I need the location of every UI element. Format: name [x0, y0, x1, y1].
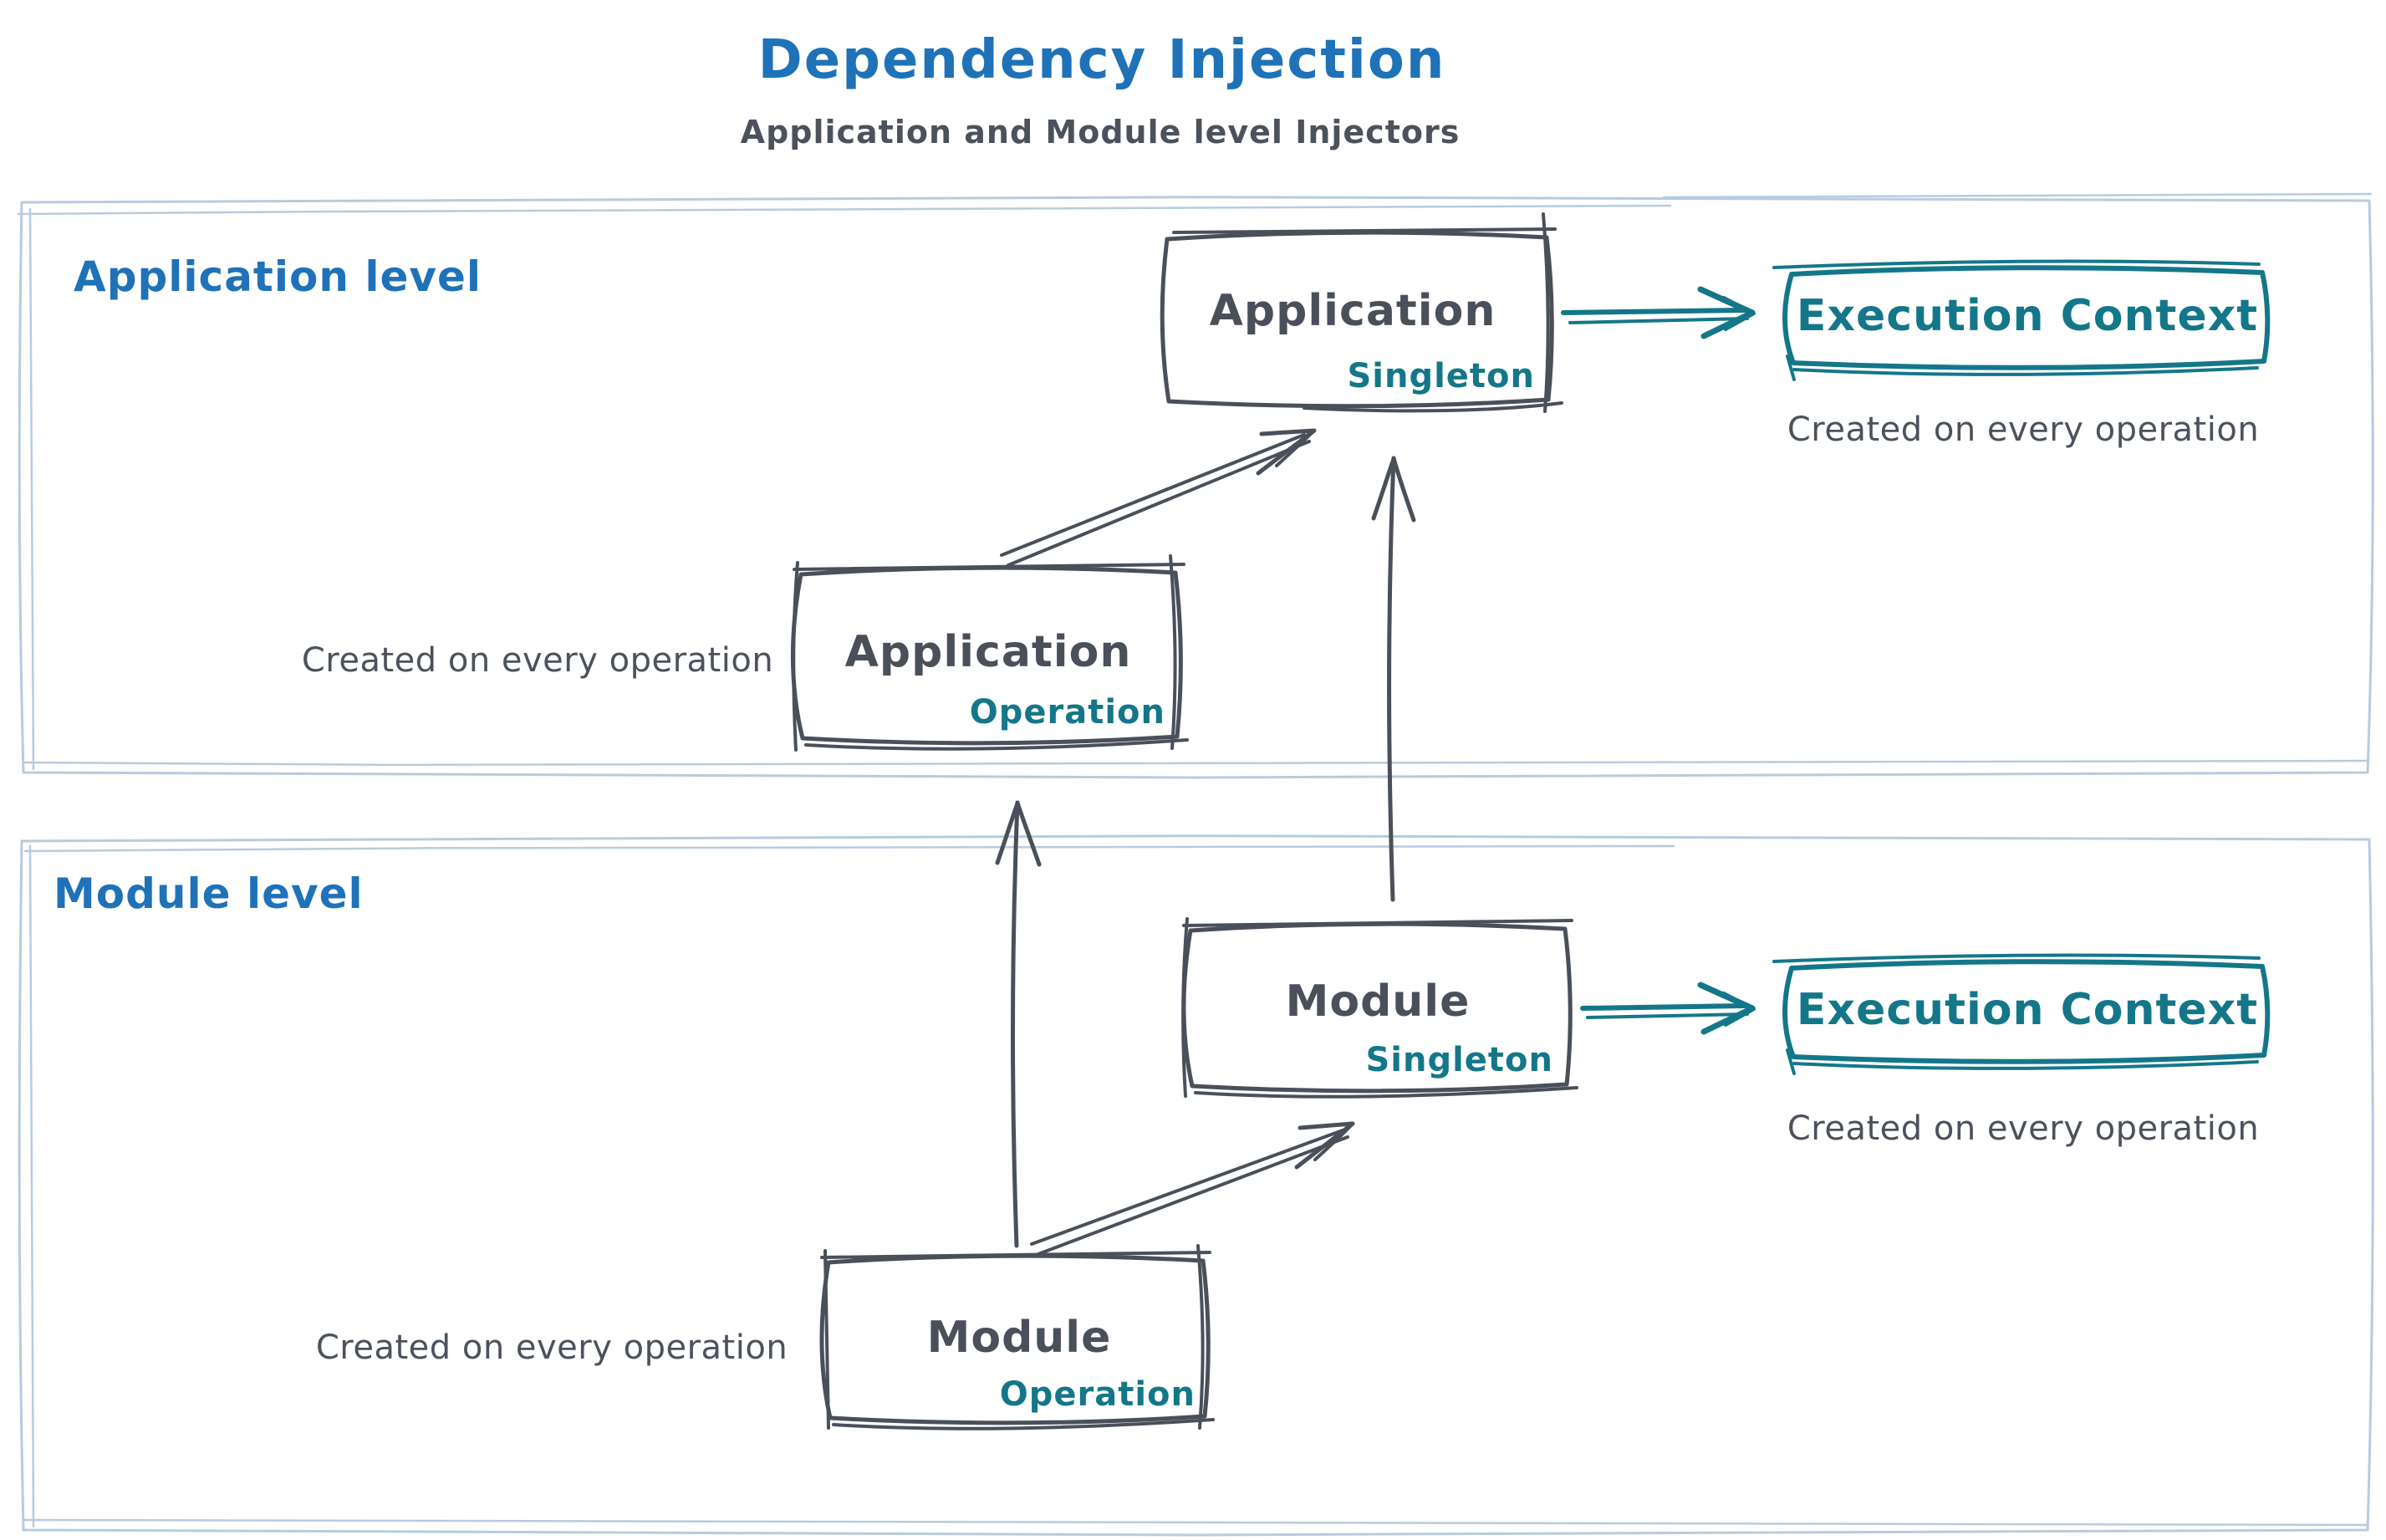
box-accent — [823, 1249, 830, 1430]
frame-accent — [17, 204, 1672, 216]
page-title: Dependency Injection — [757, 29, 1446, 91]
box-accent — [1792, 366, 2259, 376]
box-stroke — [1782, 959, 2271, 1064]
box-stroke — [1782, 265, 2271, 370]
module-singleton-title: Module — [1285, 977, 1471, 1027]
box-accent — [1181, 917, 1189, 1098]
execution-context-module-box — [1772, 953, 2271, 1075]
module-singleton-badge: Singleton — [1365, 1041, 1553, 1079]
page-subtitle: Application and Module level Injectors — [740, 114, 1461, 150]
arrow-head — [1371, 456, 1396, 521]
app-singleton-badge: Singleton — [1347, 357, 1535, 395]
arrow-app-singleton-to-execution-context — [1561, 286, 1756, 339]
box-accent — [1772, 259, 2261, 269]
arrow-shaft — [1037, 1135, 1349, 1256]
app-operation-note: Created on every operation — [301, 641, 774, 680]
box-accent — [1194, 1086, 1578, 1099]
arrow-head — [1015, 800, 1042, 867]
box-accent — [1196, 1244, 1205, 1430]
arrow-shaft — [1568, 317, 1749, 324]
app-operation-title: Application — [844, 627, 1132, 677]
arrow-module-singleton-to-app-singleton — [1371, 456, 1416, 902]
box-stroke — [1160, 230, 1554, 409]
box-accent — [1542, 212, 1550, 413]
box-accent — [1169, 554, 1177, 750]
frame-stroke — [18, 834, 2374, 1537]
module-operation-badge: Operation — [999, 1375, 1196, 1414]
arrow-head — [1391, 456, 1416, 523]
execution-context-app-note: Created on every operation — [1787, 410, 2260, 449]
arrow-shaft — [1030, 1129, 1344, 1246]
app-singleton-box — [1160, 212, 1563, 413]
box-accent — [793, 563, 1185, 571]
frame-accent — [28, 844, 35, 1528]
execution-context-module-note: Created on every operation — [1787, 1109, 2260, 1148]
app-operation-box — [791, 554, 1189, 752]
execution-context-app-title: Execution Context — [1796, 291, 2259, 341]
arrow-shaft — [1580, 1003, 1746, 1011]
frame-accent — [23, 759, 2368, 767]
box-accent — [1792, 1060, 2259, 1070]
frame-accent — [23, 844, 1675, 853]
execution-context-module-title: Execution Context — [1796, 985, 2259, 1035]
arrow-module-operation-to-app-operation — [995, 800, 1042, 1248]
arrow-shaft — [1007, 440, 1311, 567]
box-accent — [1772, 953, 2261, 963]
arrow-shaft — [1561, 308, 1746, 315]
arrow-module-operation-to-module-singleton — [1030, 1121, 1355, 1256]
box-accent — [1172, 227, 1557, 234]
frame-accent — [1662, 192, 2373, 199]
box-accent — [820, 1251, 1211, 1259]
module-operation-note: Created on every operation — [315, 1328, 788, 1367]
application-section-label: Application level — [74, 252, 482, 301]
arrow-head-accent — [1313, 1123, 1354, 1161]
module-operation-box — [819, 1244, 1215, 1430]
arrow-head-accent — [1722, 296, 1756, 331]
box-accent — [1786, 354, 1796, 381]
app-operation-badge: Operation — [969, 693, 1165, 732]
arrow-shaft — [1011, 800, 1020, 1248]
frame-stroke — [18, 196, 2374, 779]
arrow-head-accent — [1275, 430, 1315, 467]
arrow-module-singleton-to-execution-context — [1580, 982, 1756, 1035]
box-accent — [1182, 919, 1573, 927]
module-operation-title: Module — [926, 1313, 1112, 1363]
box-accent — [804, 738, 1189, 751]
box-accent — [792, 561, 799, 752]
arrow-shaft — [1387, 456, 1396, 902]
box-accent — [832, 1418, 1215, 1430]
frame-accent — [28, 207, 35, 771]
frame-accent — [23, 1518, 2368, 1527]
box-accent — [1303, 401, 1563, 413]
module-section-label: Module level — [54, 869, 364, 918]
app-singleton-title: Application — [1209, 286, 1496, 336]
module-singleton-box — [1181, 917, 1578, 1099]
arrow-shaft — [1000, 433, 1306, 557]
execution-context-app-box — [1772, 259, 2271, 381]
arrow-shaft — [1586, 1012, 1749, 1019]
arrow-head-accent — [1722, 992, 1756, 1027]
arrow-head — [995, 801, 1020, 865]
arrow-app-operation-to-app-singleton — [1000, 428, 1317, 567]
box-accent — [1786, 1048, 1796, 1075]
